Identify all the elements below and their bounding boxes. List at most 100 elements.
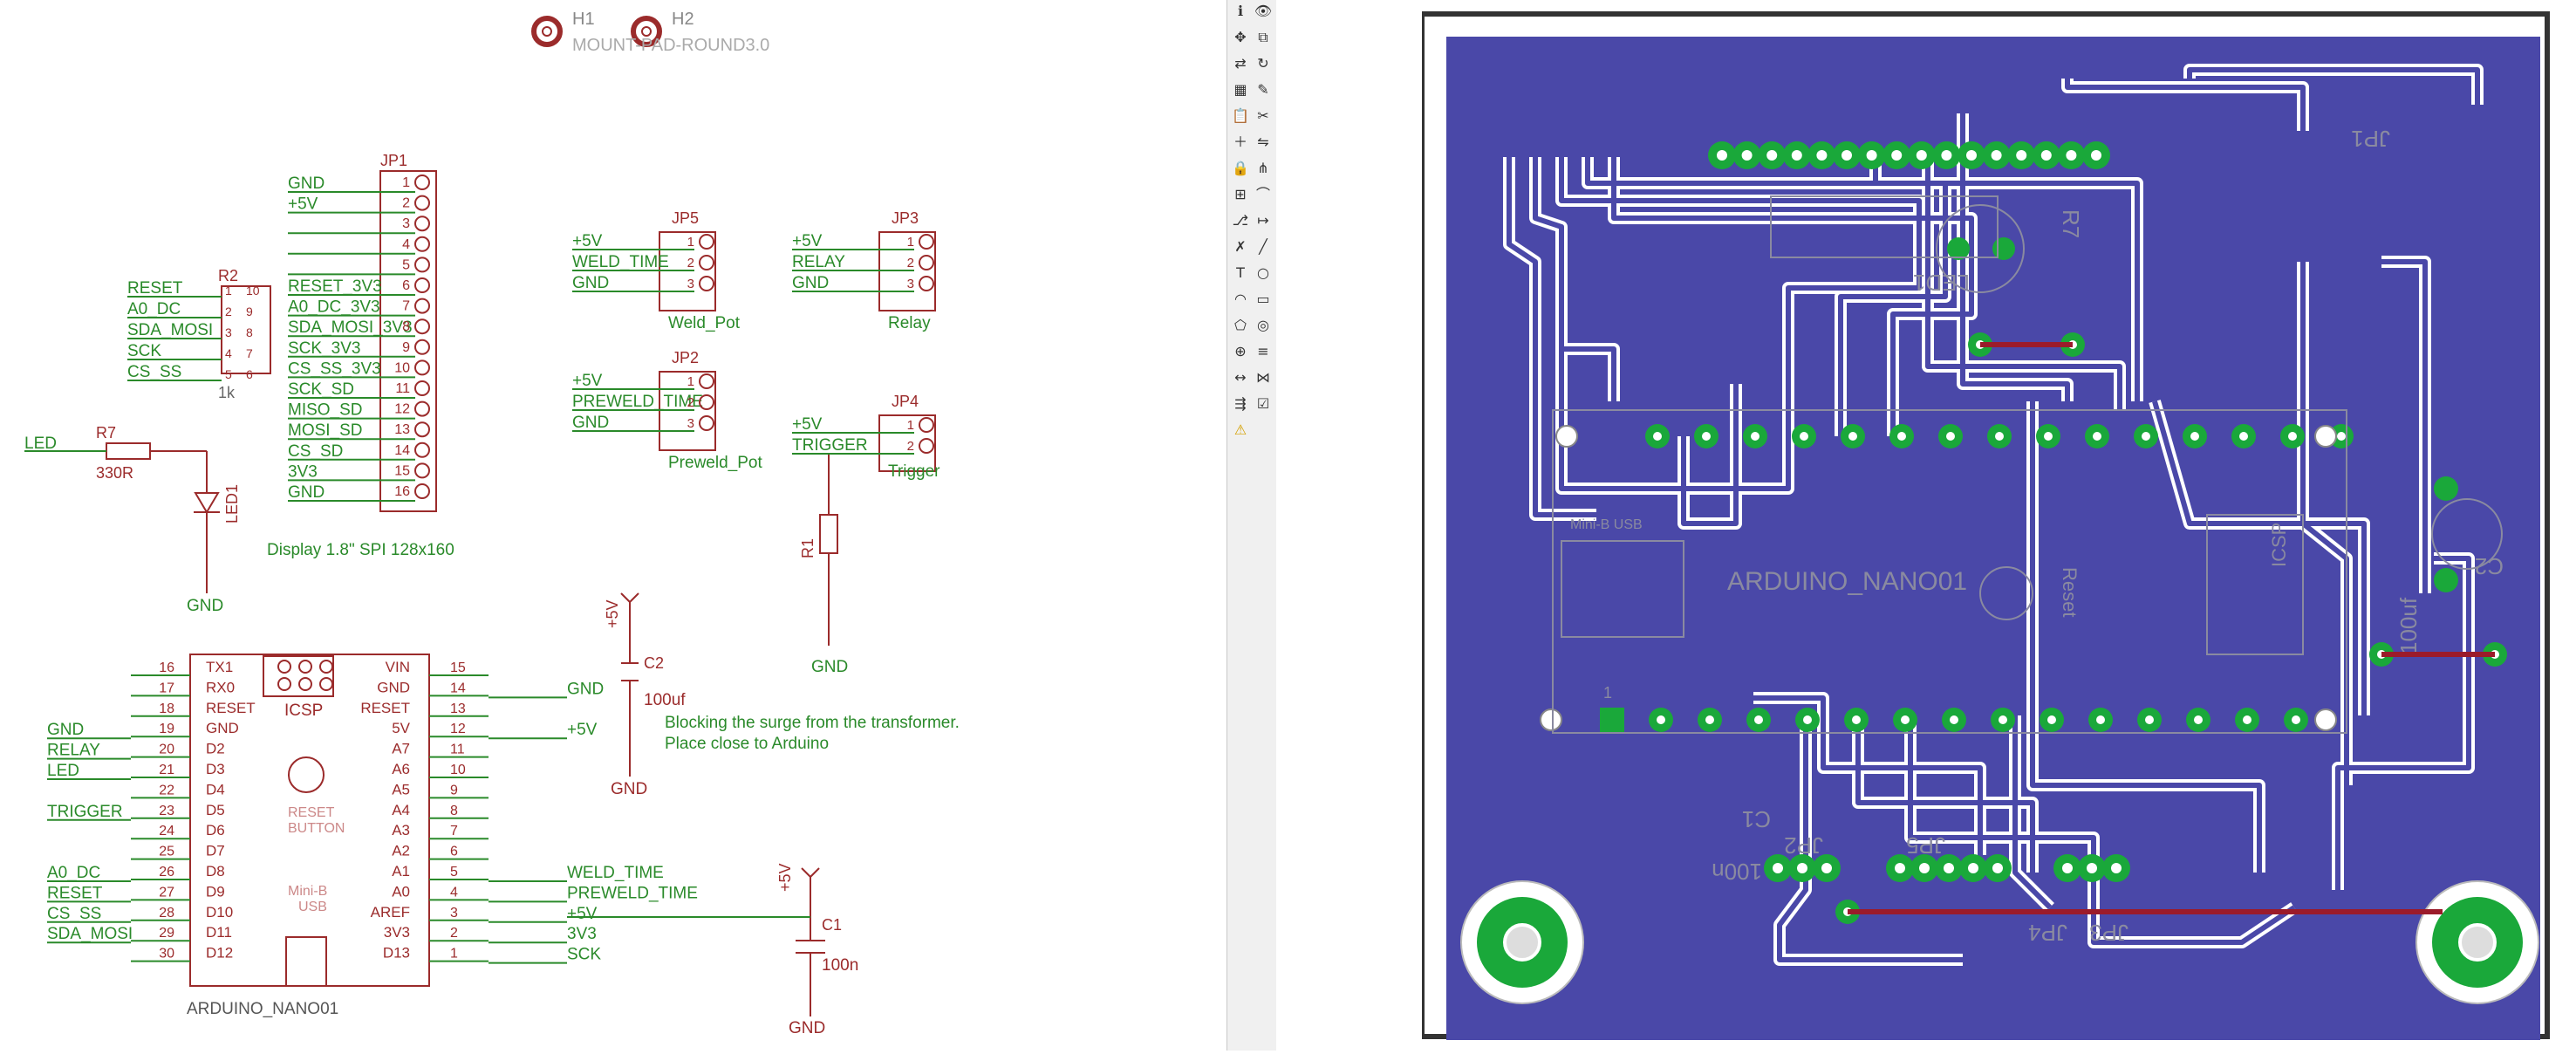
nano-top-pad-hole[interactable] — [2190, 432, 2199, 441]
nano-bottom-pad-hole[interactable] — [2145, 715, 2154, 724]
nano-top-pad-hole[interactable] — [1995, 432, 2004, 441]
nano-top-pad-hole[interactable] — [1848, 432, 1857, 441]
jp3-pin[interactable] — [919, 276, 934, 291]
drc-icon[interactable]: ☑ — [1256, 395, 1270, 412]
jp1-pad-hole[interactable] — [1717, 150, 1727, 161]
add-icon[interactable]: ＋ — [1233, 133, 1247, 150]
jp5-pin[interactable] — [699, 276, 714, 291]
led-pad[interactable] — [1947, 237, 1970, 260]
nano-bottom-pad-hole[interactable] — [2194, 715, 2203, 724]
trace-fill[interactable] — [1585, 157, 1948, 436]
jp1-pin[interactable] — [414, 380, 430, 396]
nano-top-pad-hole[interactable] — [2337, 432, 2346, 441]
nano-pin1-pad[interactable] — [1600, 708, 1624, 732]
trace-fill[interactable] — [1559, 297, 1616, 401]
nano-bottom-pad-hole[interactable] — [1999, 715, 2007, 724]
nano-top-pad-hole[interactable] — [1702, 432, 1711, 441]
show-icon[interactable]: 👁 — [1254, 3, 1273, 19]
jp1-pad-hole[interactable] — [1741, 150, 1753, 161]
nano-bottom-pad-hole[interactable] — [2096, 715, 2105, 724]
autoroute-icon[interactable]: ⇶ — [1234, 395, 1247, 412]
nano-bottom-pad-hole[interactable] — [1852, 715, 1861, 724]
jp1-pad-hole[interactable] — [1816, 150, 1828, 161]
paste-icon[interactable]: 📋 — [1232, 107, 1249, 124]
jp5-pin[interactable] — [699, 234, 714, 250]
trace-fill[interactable] — [2335, 556, 2471, 890]
mirror-icon[interactable]: ⇄ — [1234, 55, 1247, 72]
trace-fill[interactable] — [1753, 695, 1983, 855]
jp1-pad-hole[interactable] — [1991, 150, 2002, 161]
header-pad-hole[interactable] — [1968, 863, 1978, 873]
nano-mount-hole[interactable] — [2314, 425, 2337, 448]
jp1-pad-hole[interactable] — [1866, 150, 1877, 161]
trace-fill[interactable] — [2065, 79, 2306, 131]
nano-bottom-pad-hole[interactable] — [1950, 715, 1958, 724]
nano-bottom-pad-hole[interactable] — [1657, 715, 1665, 724]
jp3-pin[interactable] — [919, 234, 934, 250]
jp1-pin[interactable] — [414, 298, 430, 314]
jp1-pad-hole[interactable] — [1841, 150, 1852, 161]
jp1-pad-hole[interactable] — [1916, 150, 1927, 161]
header-pad-hole[interactable] — [1992, 863, 2003, 873]
trace-fill[interactable] — [1777, 715, 1963, 962]
jp1-pin[interactable] — [414, 277, 430, 293]
trace-fill[interactable] — [1873, 157, 2140, 401]
jp1-pad-hole[interactable] — [1891, 150, 1903, 161]
trace-fill[interactable] — [2381, 259, 2428, 593]
nano-bottom-pad-hole[interactable] — [1705, 715, 1714, 724]
jp1-pad-hole[interactable] — [1966, 150, 1977, 161]
replace-icon[interactable]: ⇋ — [1257, 133, 1269, 150]
group-icon[interactable]: ▦ — [1233, 81, 1247, 98]
jp1-pad-hole[interactable] — [2016, 150, 2027, 161]
lock-icon[interactable]: 🔒 — [1232, 160, 1249, 176]
jp1-pin[interactable] — [414, 257, 430, 273]
nano-bottom-pad-hole[interactable] — [1803, 715, 1812, 724]
jp1-pin[interactable] — [414, 421, 430, 438]
trace-fill[interactable] — [1507, 157, 1596, 517]
jp1-pad-hole[interactable] — [1941, 150, 1952, 161]
arc-icon[interactable]: ◠ — [1234, 291, 1247, 307]
ratsnest-icon[interactable]: ⋈ — [1256, 369, 1270, 386]
header-pad-hole[interactable] — [1797, 863, 1807, 873]
move-icon[interactable]: ✥ — [1234, 29, 1247, 45]
rotate-icon[interactable]: ↻ — [1257, 55, 1269, 72]
attribute-icon[interactable]: ≡ — [1257, 343, 1269, 359]
jp1-pad-hole[interactable] — [2040, 150, 2052, 161]
nano-top-pad-hole[interactable] — [1653, 432, 1662, 441]
jp1-pin[interactable] — [414, 195, 430, 211]
schematic-canvas[interactable]: GND+5VRESET_3V3A0_DC_3V3SDA_MOSI_3V3SCK_… — [0, 0, 1227, 1051]
copy-icon[interactable]: ⧉ — [1258, 29, 1268, 45]
jp1-pad-hole[interactable] — [1791, 150, 1802, 161]
circle-icon[interactable]: ○ — [1257, 264, 1269, 281]
jp5-pin[interactable] — [699, 255, 714, 270]
mount-hole-drill[interactable] — [2458, 923, 2497, 962]
nano-top-pad-hole[interactable] — [1897, 432, 1906, 441]
jp3-pin[interactable] — [919, 255, 934, 270]
jp4-pin[interactable] — [919, 438, 934, 454]
jp1-pad-hole[interactable] — [1766, 150, 1778, 161]
jp2-pin[interactable] — [699, 394, 714, 410]
header-pad-hole[interactable] — [1773, 863, 1783, 873]
jp1-pad-hole[interactable] — [2091, 150, 2101, 161]
c2-pad[interactable] — [2434, 476, 2458, 501]
trace-fill[interactable] — [1925, 157, 2122, 410]
polygon-icon[interactable]: ⬠ — [1234, 317, 1247, 333]
jp1-pin[interactable] — [414, 462, 430, 479]
route-icon[interactable]: ↦ — [1257, 212, 1269, 229]
smash-icon[interactable]: ⊞ — [1234, 186, 1247, 202]
optimize-icon[interactable]: ⎇ — [1232, 212, 1249, 229]
jp1-pin[interactable] — [414, 359, 430, 376]
via-icon[interactable]: ◎ — [1257, 317, 1269, 333]
c2-pad[interactable] — [2434, 568, 2458, 592]
jp1-pin[interactable] — [414, 400, 430, 417]
header-pad-hole[interactable] — [1919, 863, 1930, 873]
jp1-pin[interactable] — [414, 339, 430, 355]
nano-top-pad-hole[interactable] — [2044, 432, 2053, 441]
trace-fill[interactable] — [2012, 715, 2053, 910]
nano-bottom-pad-hole[interactable] — [1901, 715, 1910, 724]
trace-fill[interactable] — [2152, 400, 2367, 715]
nano-bottom-pad-hole[interactable] — [1754, 715, 1763, 724]
rect-icon[interactable]: ▭ — [1256, 291, 1270, 307]
